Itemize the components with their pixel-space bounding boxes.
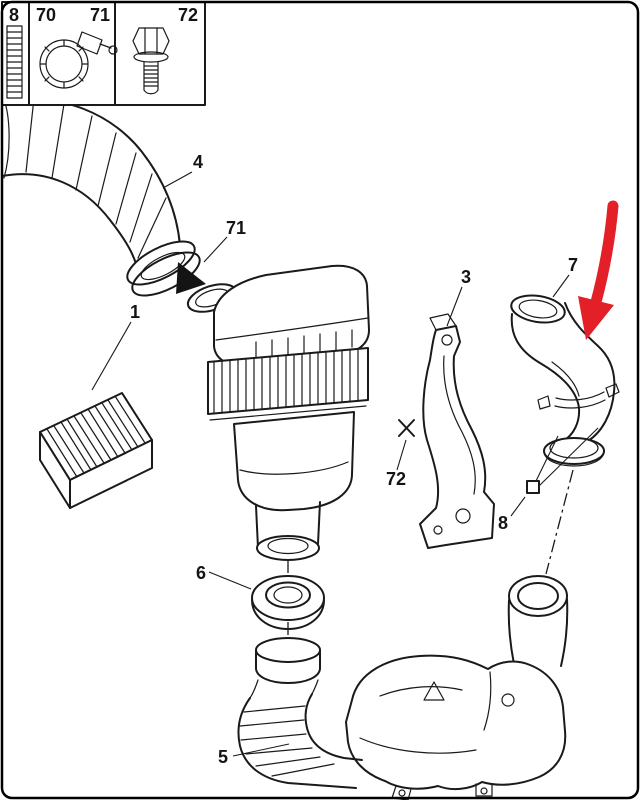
callout-7-label: 7 <box>568 255 578 275</box>
callout-3-label: 3 <box>461 267 471 287</box>
part-5-resonator-duct <box>237 575 569 800</box>
callout-72: 72 <box>386 439 407 489</box>
callout-7: 7 <box>552 255 578 298</box>
part-3-bracket <box>398 313 495 549</box>
legend-label-72: 72 <box>178 5 198 25</box>
construction-lines <box>287 469 574 642</box>
air-filter-housing <box>186 264 370 561</box>
callout-5: 5 <box>218 743 290 767</box>
callout-6: 6 <box>196 563 252 590</box>
callout-72-label: 72 <box>386 469 406 489</box>
callout-1: 1 <box>91 302 140 391</box>
flange-bolt-icon <box>132 27 170 95</box>
callout-71: 71 <box>203 218 246 263</box>
clamp-8-markers <box>526 427 599 494</box>
legend-label-71: 71 <box>90 5 110 25</box>
callout-4-label: 4 <box>193 152 203 172</box>
callout-1-label: 1 <box>130 302 140 322</box>
bolt-position-x-icon <box>398 419 415 437</box>
gasket-strip-icon <box>6 25 23 99</box>
callout-4: 4 <box>162 152 203 189</box>
worm-drive-clamp-icon <box>39 31 118 89</box>
callout-3: 3 <box>446 267 471 327</box>
part-6-seal <box>251 575 325 630</box>
clamp-position-arrow-icon <box>176 262 206 294</box>
part-7-outlet-hose <box>510 294 620 467</box>
red-arrow-icon <box>578 200 619 340</box>
legend: 8 70 71 72 <box>1 1 206 106</box>
callout-8-label: 8 <box>498 513 508 533</box>
legend-label-70: 70 <box>36 5 56 25</box>
legend-label-8: 8 <box>9 5 19 25</box>
callout-8: 8 <box>498 496 526 533</box>
callout-71-label: 71 <box>226 218 246 238</box>
part-1-air-filter-element <box>39 392 153 509</box>
part-4-inlet-hose <box>1 95 206 297</box>
callout-5-label: 5 <box>218 747 228 767</box>
callout-6-label: 6 <box>196 563 206 583</box>
